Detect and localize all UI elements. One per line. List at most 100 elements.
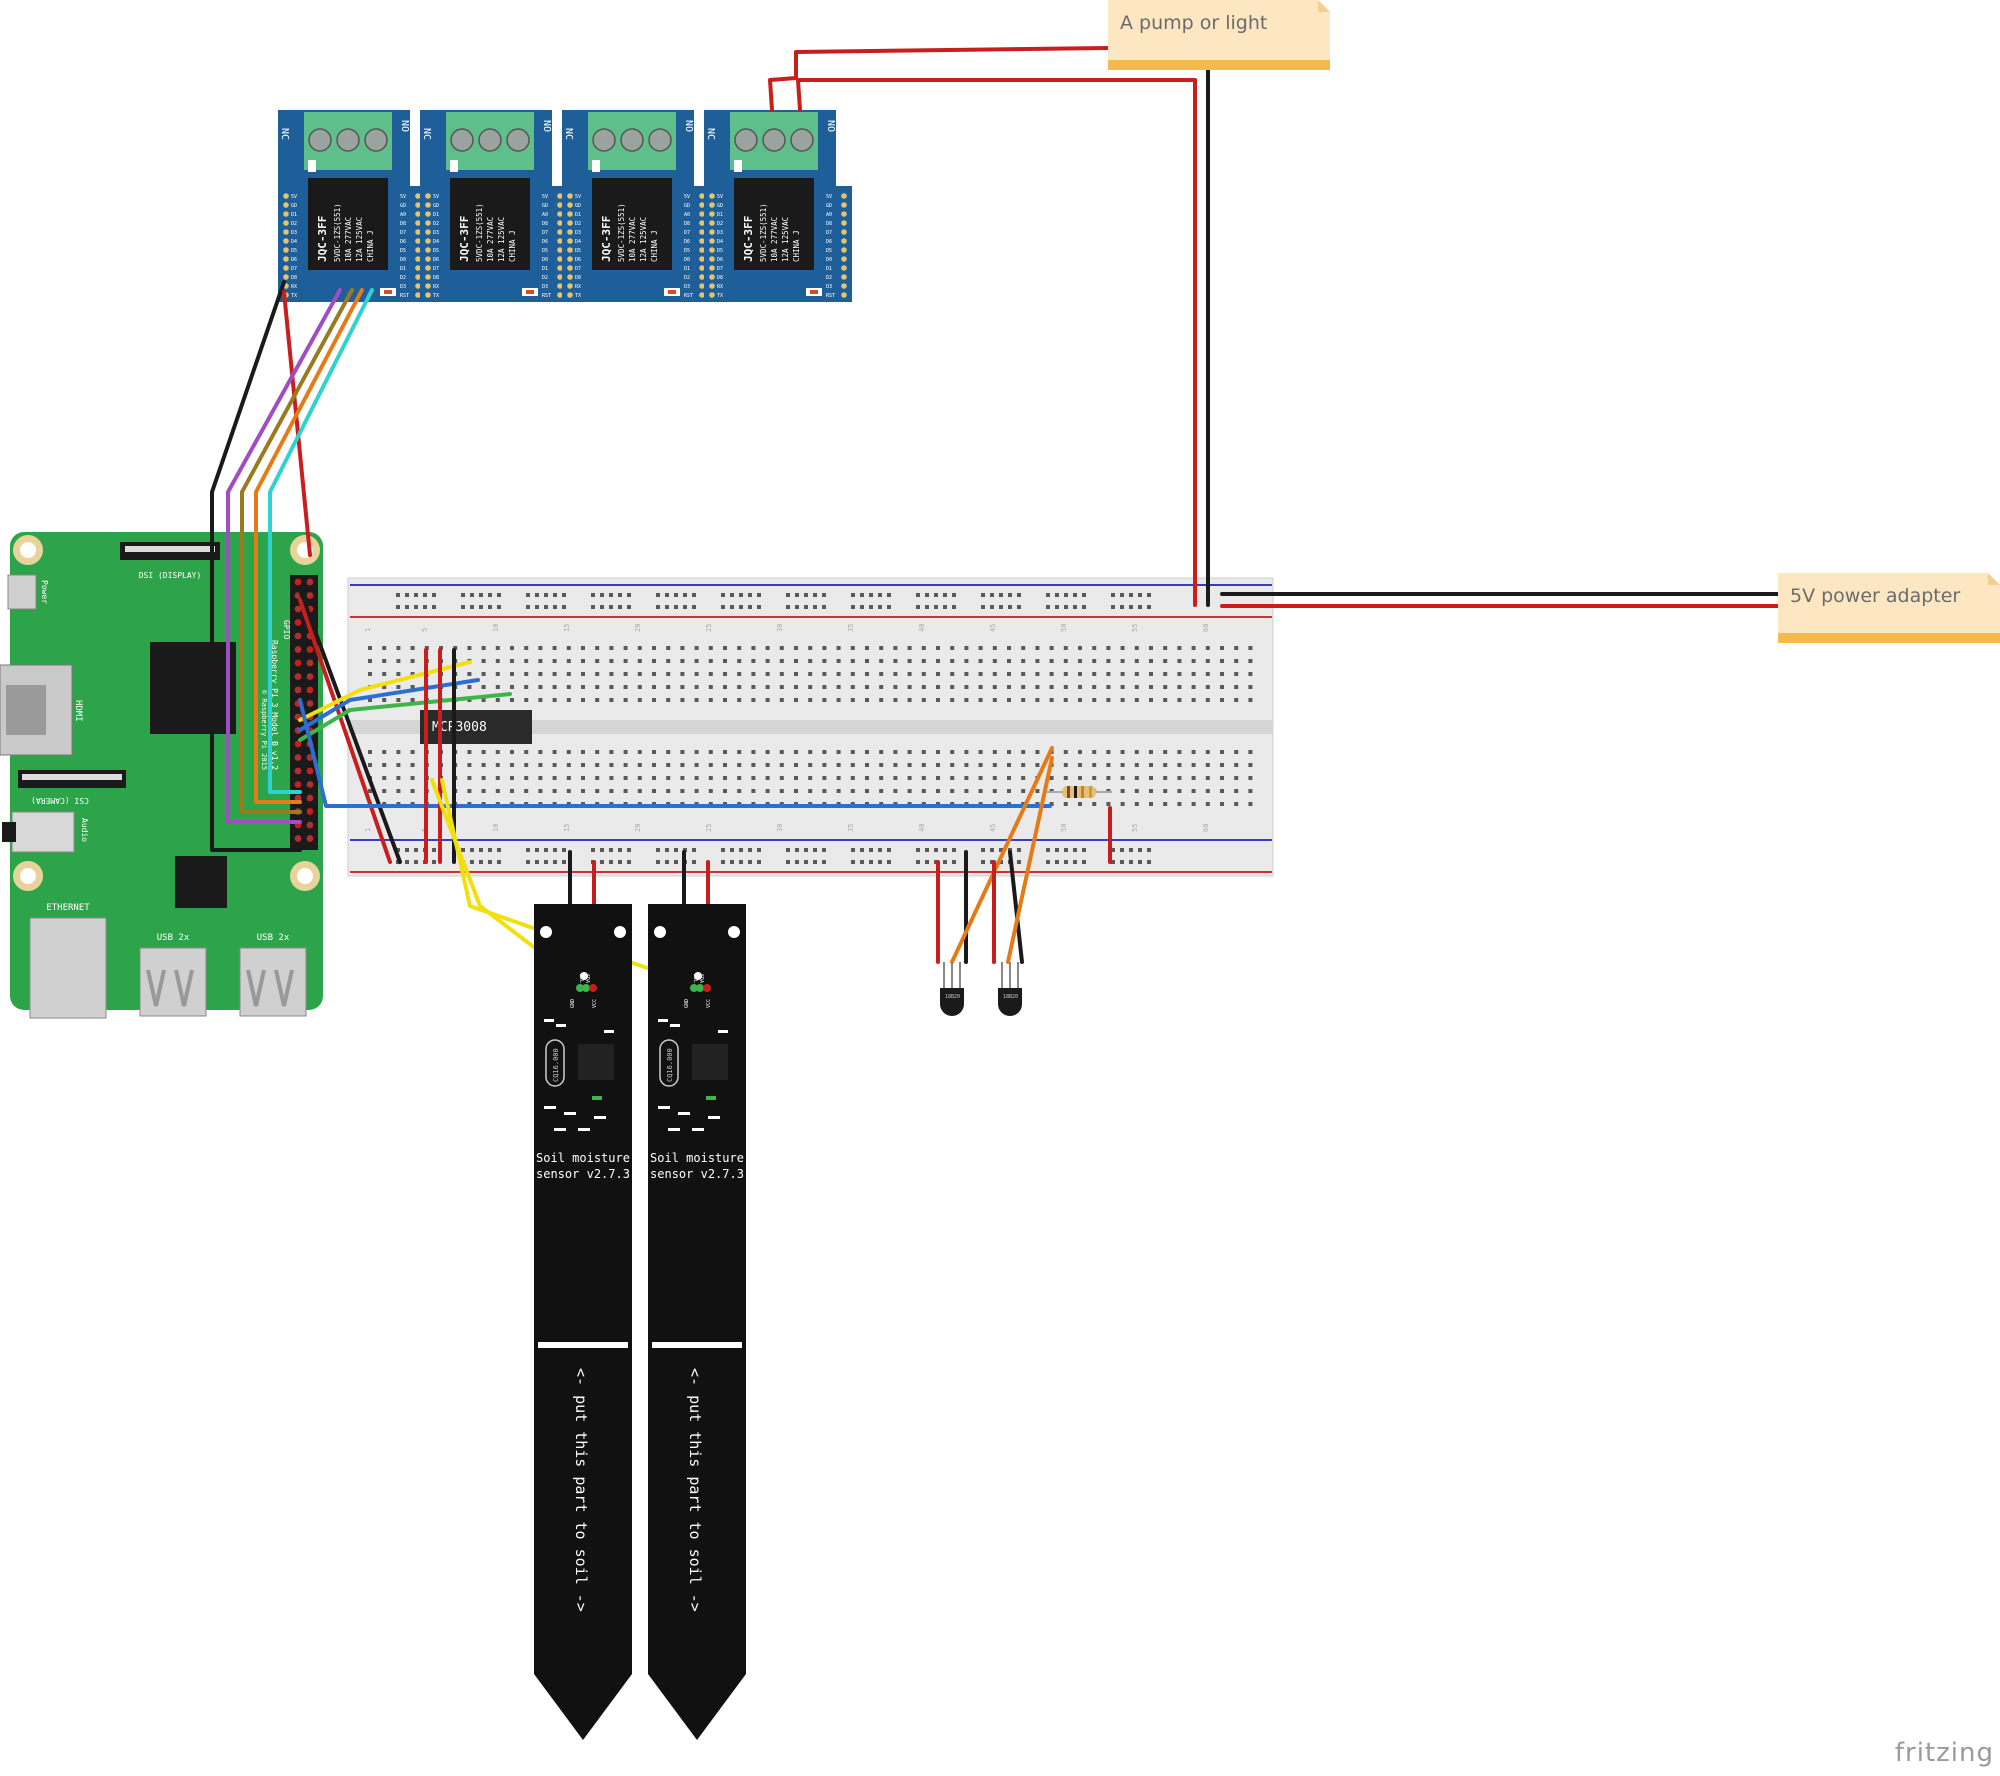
rail-hole — [952, 860, 956, 864]
power-label: Power — [40, 580, 49, 604]
rail-hole — [869, 605, 873, 609]
gpio-pin — [306, 578, 314, 586]
relay-pin-label: D1 — [291, 212, 297, 218]
sensor-1-crystal-label: CQ16.000 — [552, 1048, 560, 1082]
breadboard-hole — [992, 698, 997, 702]
breadboard-hole — [1248, 789, 1253, 793]
breadboard-hole — [1163, 698, 1168, 702]
relay-pin-label: RX — [433, 284, 439, 290]
breadboard-hole — [1149, 646, 1153, 650]
breadboard-hole — [410, 646, 415, 650]
relay-pin-label: D0 — [542, 257, 548, 263]
breadboard-hole — [368, 672, 372, 676]
relay-pin — [841, 202, 847, 208]
rail-hole — [721, 848, 725, 852]
breadboard-hole — [992, 763, 997, 767]
gpio-pin — [294, 835, 302, 842]
breadboard-hole — [1205, 776, 1210, 780]
breadboard-hole — [637, 789, 642, 793]
breadboard-hole — [552, 698, 557, 702]
relay-pin — [841, 274, 847, 280]
screw-icon — [592, 128, 616, 152]
breadboard-hole — [921, 698, 926, 702]
rail-hole — [934, 605, 938, 609]
breadboard-hole — [1248, 802, 1253, 806]
breadboard-hole — [552, 646, 557, 650]
sensor-1-probe-text: <- put this part to soil -> — [572, 1368, 590, 1612]
rail-hole — [618, 848, 622, 852]
relay-pin — [709, 247, 715, 253]
rail-hole — [999, 605, 1003, 609]
breadboard-hole — [879, 646, 884, 650]
relay-signal-purple-wire — [226, 288, 342, 824]
rail-hole — [851, 605, 855, 609]
relay-pin — [415, 193, 421, 199]
rail-hole — [526, 593, 530, 597]
relay-pin — [557, 292, 563, 298]
sensor-2-pin-vcc: VCC — [706, 999, 712, 1008]
breadboard-hole — [907, 672, 912, 676]
breadboard-hole — [1092, 776, 1097, 780]
rail-hole — [497, 848, 501, 852]
breadboard-hole — [510, 776, 514, 780]
breadboard-hole — [950, 672, 955, 676]
breadboard-hole — [666, 646, 671, 650]
rail-hole — [730, 860, 734, 864]
breadboard-hole — [623, 646, 628, 650]
breadboard-hole — [964, 685, 969, 689]
relay-pin-label: D5 — [717, 248, 723, 254]
relay-pin-label: D3 — [826, 284, 832, 290]
relay-pin — [415, 283, 421, 289]
breadboard-hole — [680, 750, 685, 754]
rail-hole — [878, 605, 882, 609]
breadboard-hole — [666, 750, 671, 754]
rail-hole — [488, 860, 492, 864]
breadboard-hole — [1007, 776, 1011, 780]
breadboard-hole — [850, 789, 855, 793]
breadboard-hole — [1035, 698, 1040, 702]
gpio-pin — [306, 767, 314, 775]
rail-hole — [656, 860, 660, 864]
relay-pin-label: D8 — [826, 221, 832, 227]
relay-pin-label: D2 — [826, 275, 832, 281]
breadboard-hole — [765, 685, 770, 689]
rail-hole — [562, 860, 566, 864]
screw-icon — [734, 128, 758, 152]
breadboard-hole — [1078, 659, 1082, 663]
relay-pin-label: GD — [542, 203, 548, 209]
rail-hole — [822, 605, 826, 609]
breadboard-hole — [1021, 763, 1026, 767]
breadboard-hole — [1049, 698, 1054, 702]
breadboard-hole — [1106, 646, 1111, 650]
rail-hole — [1046, 593, 1050, 597]
breadboard-hole — [751, 789, 756, 793]
rail-hole — [692, 848, 696, 852]
relay-spec-line: 12A 125VAC — [781, 217, 790, 262]
temp-2-data-wire — [1006, 756, 1054, 964]
column-number: 25 — [705, 624, 713, 632]
relay-signal-orange-wire — [254, 288, 364, 804]
breadboard-hole — [1220, 659, 1224, 663]
breadboard-hole — [1177, 776, 1182, 780]
relay-pin-label: D4 — [291, 239, 297, 245]
breadboard-hole — [595, 763, 600, 767]
rail-hole — [943, 860, 947, 864]
rail-hole — [618, 860, 622, 864]
rail-hole — [878, 848, 882, 852]
rail-hole — [757, 860, 761, 864]
relay-pin — [415, 220, 421, 226]
rail-hole — [1017, 605, 1021, 609]
breadboard-hole — [1021, 698, 1026, 702]
relay-body — [308, 178, 388, 270]
rail-hole — [1120, 860, 1124, 864]
rail-hole — [692, 860, 696, 864]
breadboard-hole — [1063, 659, 1068, 663]
breadboard-hole — [382, 646, 387, 650]
breadboard-hole — [1078, 698, 1082, 702]
breadboard-hole — [666, 763, 671, 767]
breadboard-hole — [680, 685, 685, 689]
breadboard-hole — [1092, 659, 1097, 663]
rail-hole — [943, 848, 947, 852]
breadboard-hole — [495, 750, 500, 754]
breadboard-hole — [1092, 685, 1097, 689]
